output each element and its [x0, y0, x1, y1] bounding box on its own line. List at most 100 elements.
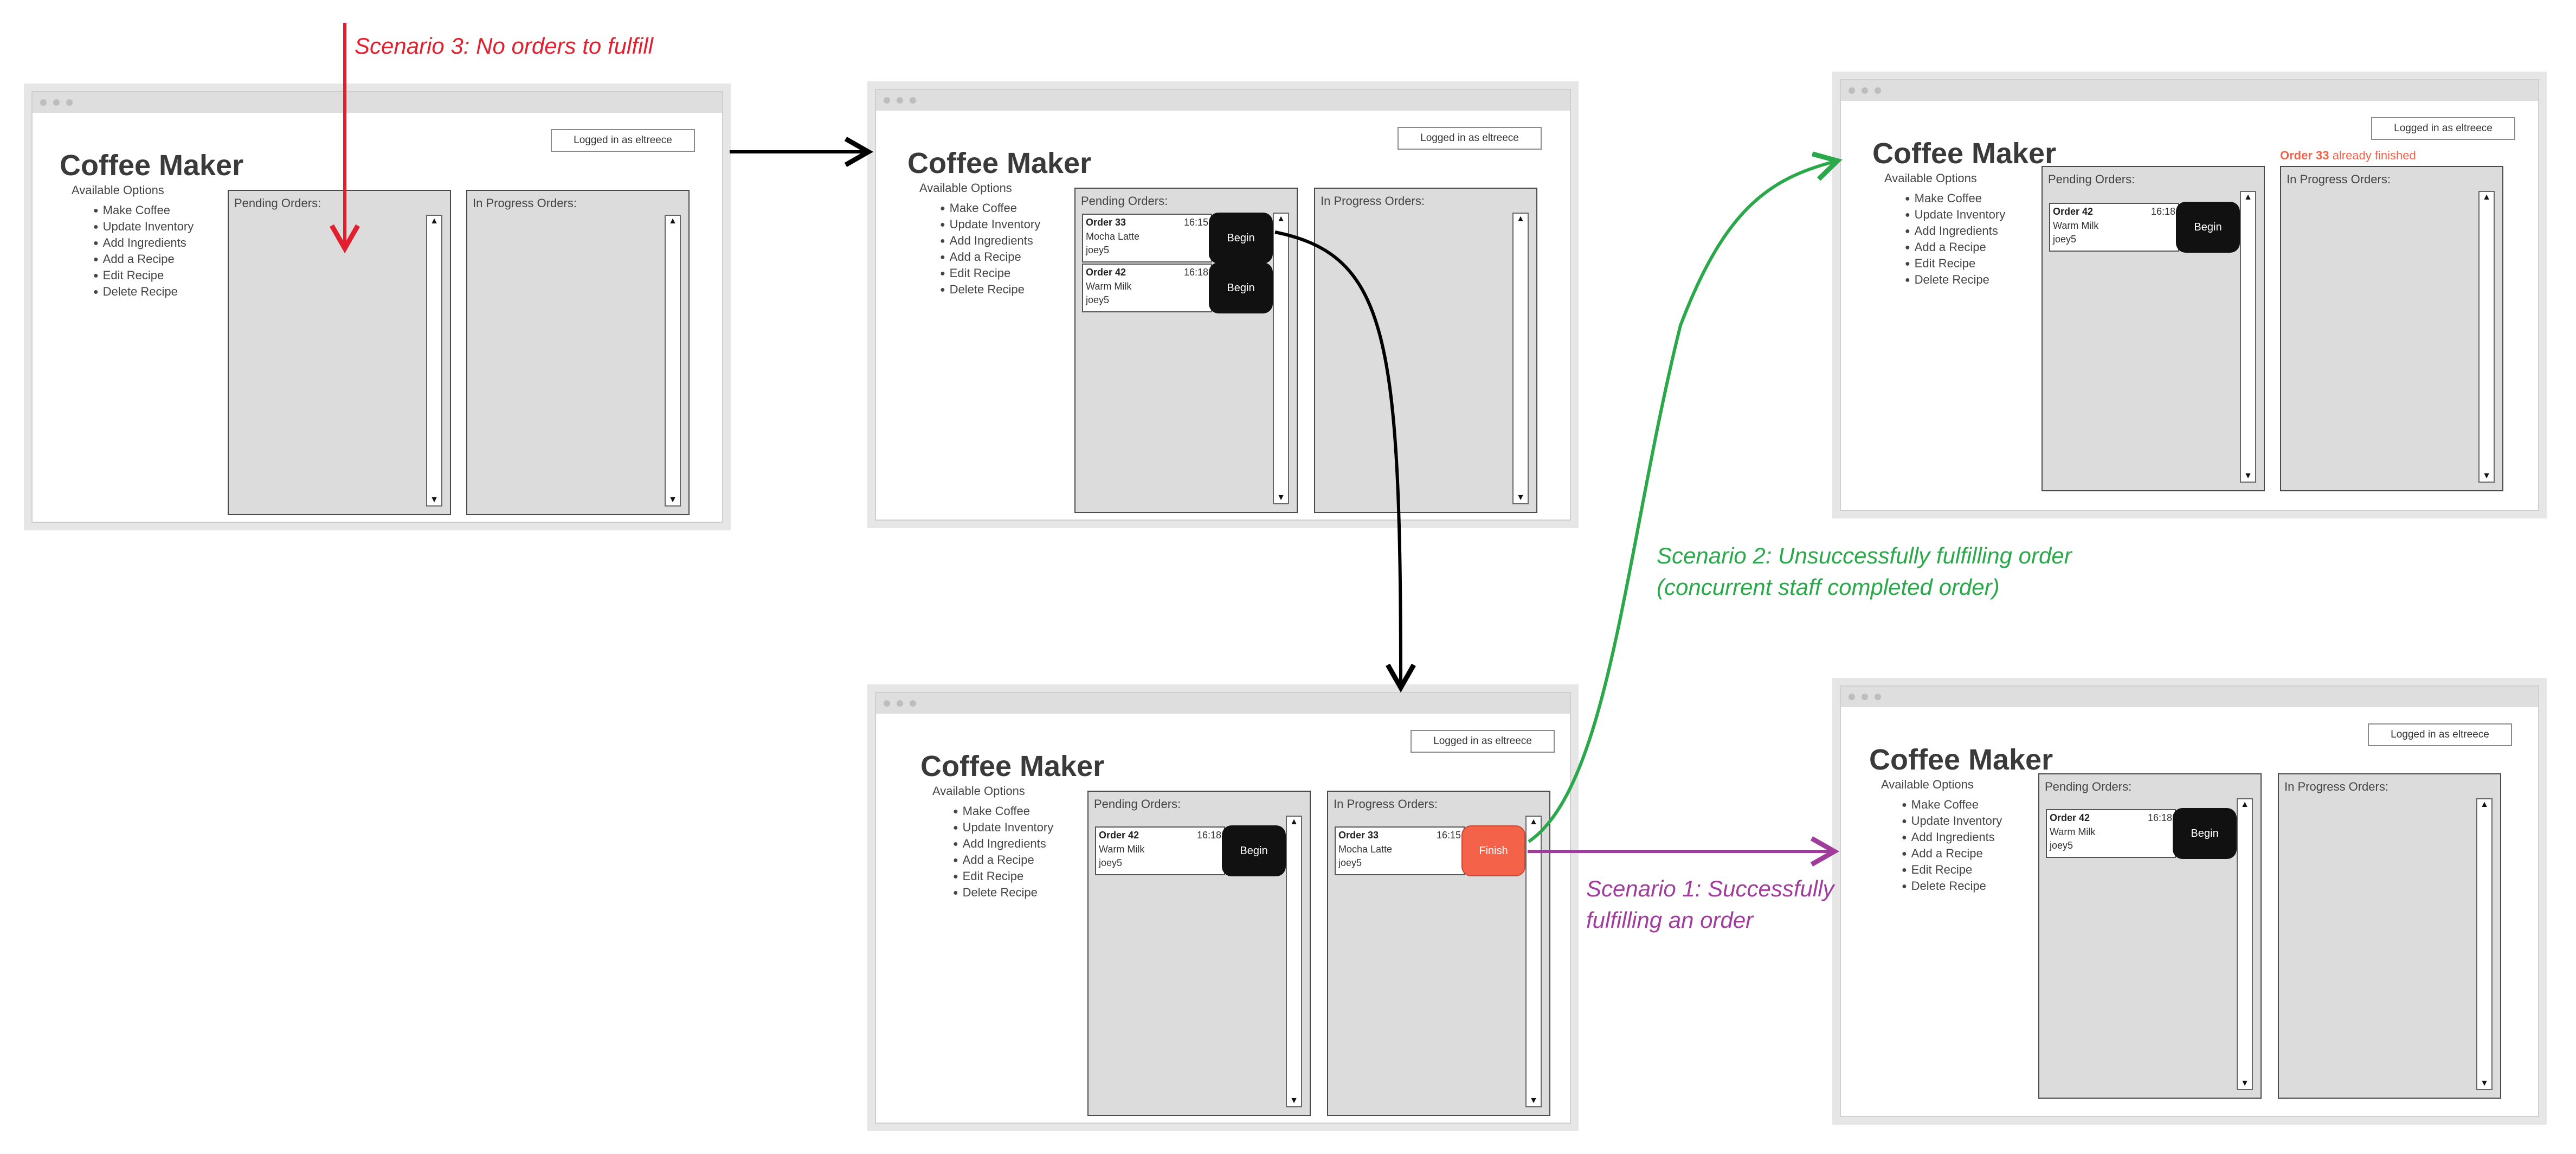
window-dot-icon[interactable]	[884, 97, 890, 104]
order-drink: Warm Milk	[2053, 220, 2099, 231]
scroll-up-icon[interactable]: ▲	[1290, 817, 1298, 826]
scrollbar[interactable]: ▲ ▼	[1512, 213, 1529, 504]
order-card: Order 42 16:18 Warm Milk joey5	[2049, 203, 2179, 252]
scrollbar[interactable]: ▲ ▼	[665, 215, 681, 507]
menu-item-add-ingredients[interactable]: Add Ingredients	[93, 235, 194, 252]
scroll-down-icon[interactable]: ▼	[2240, 1079, 2249, 1088]
scroll-up-icon[interactable]: ▲	[1277, 214, 1285, 223]
menu-item-add-ingredients[interactable]: Add Ingredients	[940, 233, 1040, 249]
menu-item-update-inventory[interactable]: Update Inventory	[940, 217, 1041, 233]
scrollbar[interactable]: ▲ ▼	[1286, 816, 1302, 1107]
scroll-up-icon[interactable]: ▲	[2240, 800, 2249, 809]
order-time: 16:18	[1196, 830, 1221, 841]
menu-item-delete-recipe[interactable]: Delete Recipe	[93, 284, 194, 300]
window-dot-icon[interactable]	[1849, 87, 1855, 94]
window-dot-icon[interactable]	[1862, 87, 1868, 94]
window-dot-icon[interactable]	[1875, 87, 1881, 94]
window-dot-icon[interactable]	[1862, 694, 1868, 700]
scroll-down-icon[interactable]: ▼	[1277, 493, 1285, 502]
scroll-up-icon[interactable]: ▲	[2244, 193, 2252, 202]
scroll-down-icon[interactable]: ▼	[2482, 471, 2491, 480]
options-menu: Make Coffee Update Inventory Add Ingredi…	[93, 203, 194, 300]
scrollbar[interactable]: ▲ ▼	[426, 215, 442, 507]
menu-item-make-coffee[interactable]: Make Coffee	[940, 201, 1040, 217]
begin-button[interactable]: Begin	[2173, 808, 2237, 859]
menu-item-edit-recipe[interactable]: Edit Recipe	[940, 266, 1040, 282]
menu-item-make-coffee[interactable]: Make Coffee	[953, 804, 1053, 820]
begin-button[interactable]: Begin	[2176, 202, 2240, 253]
menu-item-edit-recipe[interactable]: Edit Recipe	[953, 869, 1053, 885]
scroll-up-icon[interactable]: ▲	[430, 216, 439, 226]
menu-item-add-recipe[interactable]: Add a Recipe	[1902, 846, 2002, 862]
begin-button[interactable]: Begin	[1222, 825, 1286, 876]
scenario2-label: Scenario 2: Unsuccessfully fulfilling or…	[1657, 540, 2072, 603]
available-options-label: Available Options	[919, 181, 1012, 195]
window-dot-icon[interactable]	[1875, 694, 1881, 700]
logged-in-badge[interactable]: Logged in as eltreece	[1411, 730, 1555, 753]
menu-item-add-recipe[interactable]: Add a Recipe	[940, 249, 1040, 266]
order-user: joey5	[1086, 245, 1110, 255]
window-dot-icon[interactable]	[1849, 694, 1855, 700]
screen-pending-orders: Logged in as eltreece Coffee Maker Avail…	[867, 81, 1579, 528]
menu-item-update-inventory[interactable]: Update Inventory	[1902, 813, 2002, 830]
window-dot-icon[interactable]	[66, 99, 73, 106]
menu-item-add-ingredients[interactable]: Add Ingredients	[1902, 830, 2002, 846]
begin-button[interactable]: Begin	[1209, 213, 1273, 264]
menu-item-delete-recipe[interactable]: Delete Recipe	[1905, 272, 2005, 288]
menu-item-edit-recipe[interactable]: Edit Recipe	[1905, 256, 2005, 272]
scrollbar[interactable]: ▲ ▼	[2476, 798, 2493, 1090]
logged-in-badge[interactable]: Logged in as eltreece	[551, 129, 695, 152]
scroll-up-icon[interactable]: ▲	[1529, 817, 1538, 826]
scroll-down-icon[interactable]: ▼	[1516, 493, 1525, 502]
scrollbar[interactable]: ▲ ▼	[1525, 816, 1542, 1107]
menu-item-add-recipe[interactable]: Add a Recipe	[93, 252, 194, 268]
available-options-label: Available Options	[1881, 778, 1974, 791]
menu-item-make-coffee[interactable]: Make Coffee	[1905, 191, 2005, 207]
menu-item-make-coffee[interactable]: Make Coffee	[1902, 797, 2002, 813]
window-dot-icon[interactable]	[910, 700, 916, 707]
begin-button[interactable]: Begin	[1209, 262, 1273, 313]
scroll-up-icon[interactable]: ▲	[2482, 193, 2491, 202]
order-id: Order 33	[1338, 830, 1379, 841]
scroll-down-icon[interactable]: ▼	[1529, 1096, 1538, 1105]
scroll-down-icon[interactable]: ▼	[430, 495, 439, 504]
scroll-down-icon[interactable]: ▼	[2480, 1079, 2489, 1088]
scenario3-label: Scenario 3: No orders to fulfill	[355, 33, 653, 59]
window-dot-icon[interactable]	[884, 700, 890, 707]
scrollbar[interactable]: ▲ ▼	[2237, 798, 2253, 1090]
scroll-down-icon[interactable]: ▼	[1290, 1096, 1298, 1105]
logged-in-badge[interactable]: Logged in as eltreece	[1398, 127, 1542, 150]
scroll-down-icon[interactable]: ▼	[2244, 471, 2252, 480]
order-time: 16:15	[1183, 217, 1208, 228]
window-dot-icon[interactable]	[897, 700, 903, 707]
finish-button[interactable]: Finish	[1461, 825, 1525, 876]
menu-item-delete-recipe[interactable]: Delete Recipe	[940, 282, 1040, 298]
menu-item-add-ingredients[interactable]: Add Ingredients	[953, 836, 1053, 852]
menu-item-update-inventory[interactable]: Update Inventory	[953, 820, 1054, 836]
menu-item-edit-recipe[interactable]: Edit Recipe	[1902, 862, 2002, 879]
logged-in-badge[interactable]: Logged in as eltreece	[2371, 117, 2515, 140]
logged-in-badge[interactable]: Logged in as eltreece	[2368, 723, 2512, 746]
menu-item-make-coffee[interactable]: Make Coffee	[93, 203, 194, 219]
menu-item-edit-recipe[interactable]: Edit Recipe	[93, 268, 194, 284]
menu-item-add-recipe[interactable]: Add a Recipe	[1905, 240, 2005, 256]
window-dot-icon[interactable]	[897, 97, 903, 104]
window-dot-icon[interactable]	[40, 99, 47, 106]
menu-item-delete-recipe[interactable]: Delete Recipe	[1902, 879, 2002, 895]
scrollbar[interactable]: ▲ ▼	[1273, 213, 1289, 504]
menu-item-update-inventory[interactable]: Update Inventory	[93, 219, 194, 235]
scroll-up-icon[interactable]: ▲	[668, 216, 677, 226]
order-card: Order 42 16:18 Warm Milk joey5	[1095, 826, 1225, 875]
scroll-up-icon[interactable]: ▲	[1516, 214, 1525, 223]
scroll-up-icon[interactable]: ▲	[2480, 800, 2489, 809]
menu-item-delete-recipe[interactable]: Delete Recipe	[953, 885, 1053, 901]
window-dot-icon[interactable]	[53, 99, 60, 106]
menu-item-add-recipe[interactable]: Add a Recipe	[953, 852, 1053, 869]
menu-item-add-ingredients[interactable]: Add Ingredients	[1905, 223, 2005, 240]
menu-item-update-inventory[interactable]: Update Inventory	[1905, 207, 2006, 223]
scrollbar[interactable]: ▲ ▼	[2478, 191, 2495, 483]
window-dot-icon[interactable]	[910, 97, 916, 104]
scroll-down-icon[interactable]: ▼	[668, 495, 677, 504]
order-user: joey5	[1086, 294, 1110, 305]
scrollbar[interactable]: ▲ ▼	[2240, 191, 2256, 483]
